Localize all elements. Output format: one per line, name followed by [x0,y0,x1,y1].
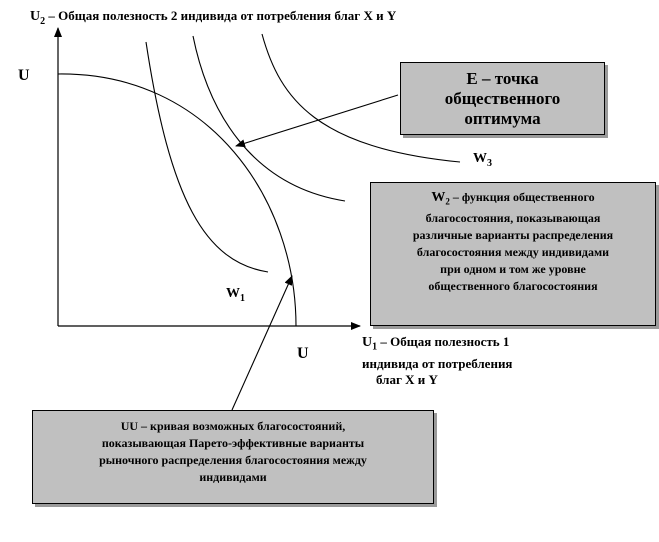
w2-function-box: W2 – функция общественного благосостояни… [370,182,656,326]
w3-subscript: 3 [487,157,492,169]
x-axis-caption-3: благ Х и Y [376,371,438,387]
w1-label: W1 [226,286,245,307]
e-point-box: Е – точка общественного оптимума [400,62,605,135]
w2-line3: различные варианты распределения [412,228,614,243]
y-axis-title: U2 – Общая полезность 2 индивида от потр… [30,8,396,30]
e-point-line1: Е – точка [466,69,539,88]
w2-line6: общественного благосостояния [428,279,598,294]
w3-symbol: W [473,151,487,166]
x-axis-end-label: U [297,345,309,362]
y-axis-subscript: 2 [40,15,46,27]
w2-line1-rest: – функция общественного [449,190,595,204]
e-point-line2: общественного [444,89,561,108]
w2-line4: благосостояния между индивидами [416,245,610,260]
y-axis-caption: – Общая полезность 2 индивида от потребл… [45,8,397,23]
w2-line5: при одном и том же уровне [440,262,586,277]
x-axis-title: U1 – Общая полезность 1 индивида от потр… [362,334,512,388]
w1-subscript: 1 [240,292,245,304]
uu-line4: индивидами [199,470,267,484]
w3-label: W3 [473,151,492,172]
x-axis-caption-1: – Общая полезность 1 [377,334,510,349]
w2-line2: благосостояния, показывающая [425,211,601,226]
uu-arrow [231,275,293,411]
w1-symbol: W [226,286,240,301]
w2-subscript: 2 [445,196,450,207]
w1-curve [145,41,269,273]
x-axis-symbol: U [362,335,373,350]
e-point-line3: оптимума [464,109,541,128]
uu-line3: рыночного распределения благосостояния м… [99,453,367,467]
w2-symbol: W [431,190,446,205]
w3-curve [261,33,461,163]
uu-curve [57,73,297,327]
uu-curve-box: UU – кривая возможных благосостояний, по… [32,410,434,504]
uu-line1: UU – кривая возможных благосостояний, [120,419,346,433]
x-axis-title-line1: U1 – Общая полезность 1 [362,334,512,356]
x-axis-caption-2: индивида от потребления [362,355,513,371]
w2-line1: W2 – функция общественного [379,189,647,210]
uu-line2: показывающая Парето-эффективные варианты [101,436,365,450]
y-axis-symbol: U [30,9,41,24]
y-axis-end-label: U [18,67,30,84]
e-point-arrow [235,94,399,148]
x-axis-subscript: 1 [372,341,378,353]
